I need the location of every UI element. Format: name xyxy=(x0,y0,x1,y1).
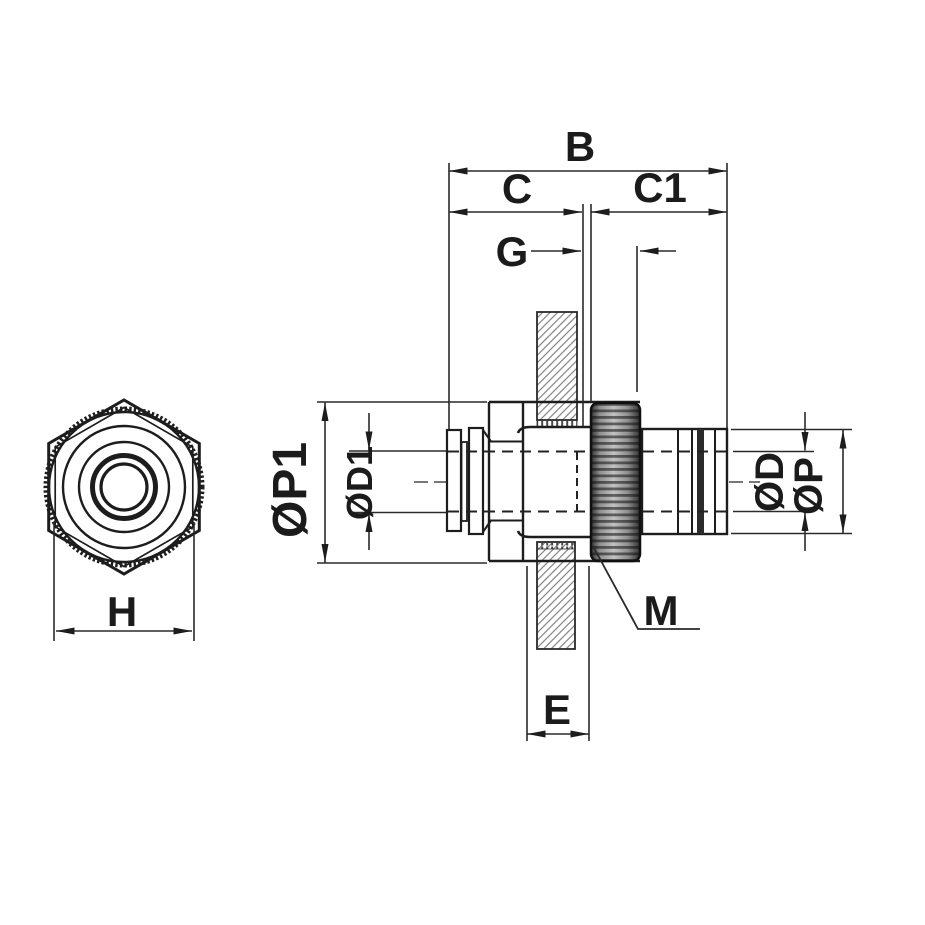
dim-label-d1: ØD1 xyxy=(339,446,380,520)
dim-label-e: E xyxy=(543,686,571,733)
release-ring xyxy=(445,428,463,533)
hex-inner-line xyxy=(54,406,194,568)
chamfer-circle xyxy=(61,424,187,550)
dim-label-h: H xyxy=(107,588,137,635)
collet-cap xyxy=(467,426,485,536)
right-body-outline xyxy=(640,427,729,536)
bore-inner-circle xyxy=(99,462,149,512)
collet-circle xyxy=(77,440,171,534)
panel-bottom-serration xyxy=(536,541,576,550)
lock-nut xyxy=(589,401,642,563)
hex-outline xyxy=(47,398,201,576)
dim-label-p1: ØP1 xyxy=(264,442,317,538)
dim-label-d: ØD xyxy=(748,452,792,512)
m-leader-line xyxy=(593,547,700,630)
thread-top-line xyxy=(516,425,590,434)
dim-label-b: B xyxy=(565,123,595,170)
right-dark-band xyxy=(697,429,704,534)
collet-step xyxy=(460,441,468,522)
front-view xyxy=(43,398,205,576)
panel-section xyxy=(536,311,578,650)
dim-label-p: ØP xyxy=(787,457,831,515)
dim-label-g: G xyxy=(496,228,529,275)
knurl-teeth-ring xyxy=(43,406,205,568)
bore-hidden-lines xyxy=(448,450,727,513)
dimension-lines xyxy=(317,163,852,741)
panel-bottom-block xyxy=(536,541,576,650)
dim-H xyxy=(53,522,195,641)
bore-outer-circle xyxy=(90,453,158,521)
panel-top-block xyxy=(536,311,578,421)
right-body xyxy=(640,427,729,536)
knurl-base-circle xyxy=(47,410,201,564)
side-view-body xyxy=(445,400,640,563)
dim-label-m: M xyxy=(644,587,679,634)
dim-label-c1: C1 xyxy=(633,164,687,211)
dim-label-c: C xyxy=(502,165,532,212)
thread-bottom-line xyxy=(516,530,590,539)
